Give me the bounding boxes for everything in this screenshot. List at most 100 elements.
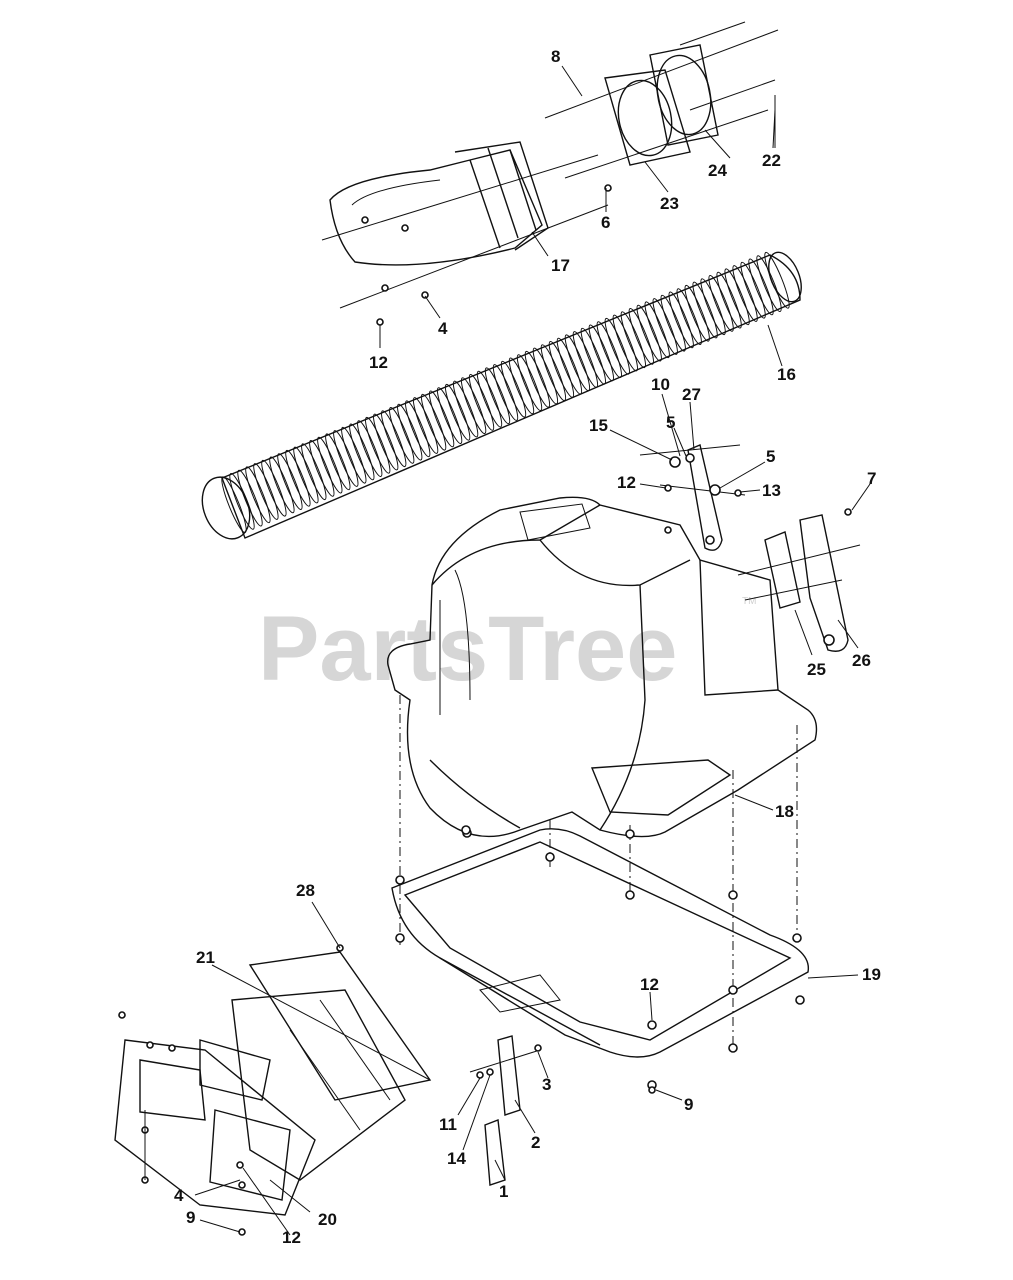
callout-15: 15: [589, 416, 608, 435]
hose-rib: [460, 377, 487, 435]
hose-rib: [668, 291, 694, 349]
hose-rib: [540, 344, 567, 402]
hose-rib: [764, 251, 790, 309]
flexible-hose: [201, 251, 802, 540]
adapter-gasket-23: [604, 69, 691, 166]
hose-rib: [436, 387, 463, 444]
hose-rib: [357, 420, 383, 477]
hose-rib: [676, 288, 702, 345]
hose-rib: [604, 317, 630, 375]
callout-28: 28: [296, 881, 315, 900]
callout-3: 3: [542, 1075, 551, 1094]
leader-lines: [194, 65, 871, 1236]
callout-13: 13: [762, 481, 781, 500]
callout-19: 19: [862, 965, 881, 984]
callout-labels: 8 22 24 23 6 17 4 12 16 10 27 15 5 5 12 …: [174, 47, 881, 1247]
hose-rib: [468, 374, 495, 431]
hose-rib: [245, 466, 271, 524]
hose-rib: [373, 413, 399, 471]
hose-rib: [700, 278, 726, 336]
hose-rib: [325, 433, 351, 491]
hose-rib: [317, 436, 343, 494]
hose-rib: [277, 453, 303, 510]
mounting-plate: [391, 828, 809, 1058]
hose-rib: [652, 298, 678, 355]
watermark-trademark: TM: [742, 596, 756, 607]
hose-rib: [588, 324, 614, 382]
callout-12-mid: 12: [617, 473, 636, 492]
hose-rib: [508, 357, 535, 415]
hose-rib: [269, 456, 295, 514]
hose-rib: [692, 281, 718, 339]
hose-rib: [381, 410, 407, 468]
hose-rib: [756, 255, 782, 312]
plate-hardware: [395, 828, 805, 1090]
callout-27: 27: [682, 385, 701, 404]
hose-rib: [620, 311, 646, 369]
hose-rib: [349, 423, 375, 481]
hose-rib: [556, 337, 583, 395]
callout-7: 7: [867, 469, 876, 488]
hose-rib: [708, 275, 734, 332]
hose-rib: [476, 370, 503, 428]
hose-rib: [444, 383, 471, 441]
hose-rib: [684, 284, 710, 342]
hose-rib: [285, 449, 311, 507]
hose-rib: [428, 390, 455, 448]
hose-rib: [660, 294, 686, 352]
hose-rib: [405, 400, 431, 458]
hose-rib: [301, 443, 327, 501]
latch-assembly: [469, 1035, 542, 1186]
callout-18: 18: [775, 802, 794, 821]
callout-5-left: 5: [666, 413, 675, 432]
hose-rib: [732, 265, 758, 322]
chute-bolts: [321, 21, 779, 326]
hose-rib: [548, 341, 575, 398]
callout-8: 8: [551, 47, 560, 66]
hose-rib: [596, 321, 622, 378]
hose-rib: [261, 459, 287, 517]
callout-26: 26: [852, 651, 871, 670]
chute-elbow: [329, 141, 549, 266]
hose-rib: [716, 271, 742, 329]
callout-12-top: 12: [369, 353, 388, 372]
hose-rib: [500, 360, 527, 418]
hose-rib: [492, 364, 519, 421]
hose-rib: [309, 440, 335, 497]
hose-rib: [580, 327, 606, 385]
callout-23: 23: [660, 194, 679, 213]
callout-10: 10: [651, 375, 670, 394]
callout-17: 17: [551, 256, 570, 275]
front-screen: [231, 951, 432, 1181]
loose-hardware: [238, 825, 656, 1236]
callout-6: 6: [601, 213, 610, 232]
callout-12-plate: 12: [640, 975, 659, 994]
adapter-gasket-24: [649, 44, 719, 146]
hose-rib: [628, 308, 654, 365]
front-frame: [114, 1011, 316, 1216]
callout-9-bottom: 9: [186, 1208, 195, 1227]
callout-1: 1: [499, 1182, 508, 1201]
hose-rib: [532, 347, 559, 405]
watermark-brand: PartsTree: [258, 598, 677, 700]
hose-rib: [293, 446, 319, 504]
callout-16: 16: [777, 365, 796, 384]
callout-5-right: 5: [766, 447, 775, 466]
hose-rib: [644, 301, 670, 359]
hose-rib: [365, 416, 391, 474]
brackets-25-26: [737, 508, 861, 652]
callout-12-bottom: 12: [282, 1228, 301, 1247]
callout-25: 25: [807, 660, 826, 679]
hose-rib: [572, 331, 599, 388]
callout-11: 11: [439, 1115, 457, 1134]
hose-rib: [221, 476, 247, 534]
pivot-bracket: [639, 444, 746, 551]
callout-14: 14: [447, 1149, 466, 1168]
hose-rib: [253, 463, 279, 520]
callout-22: 22: [762, 151, 781, 170]
hose-rib: [389, 407, 415, 464]
callout-9-right: 9: [684, 1095, 693, 1114]
callout-24: 24: [708, 161, 727, 180]
hose-rib: [724, 268, 750, 326]
